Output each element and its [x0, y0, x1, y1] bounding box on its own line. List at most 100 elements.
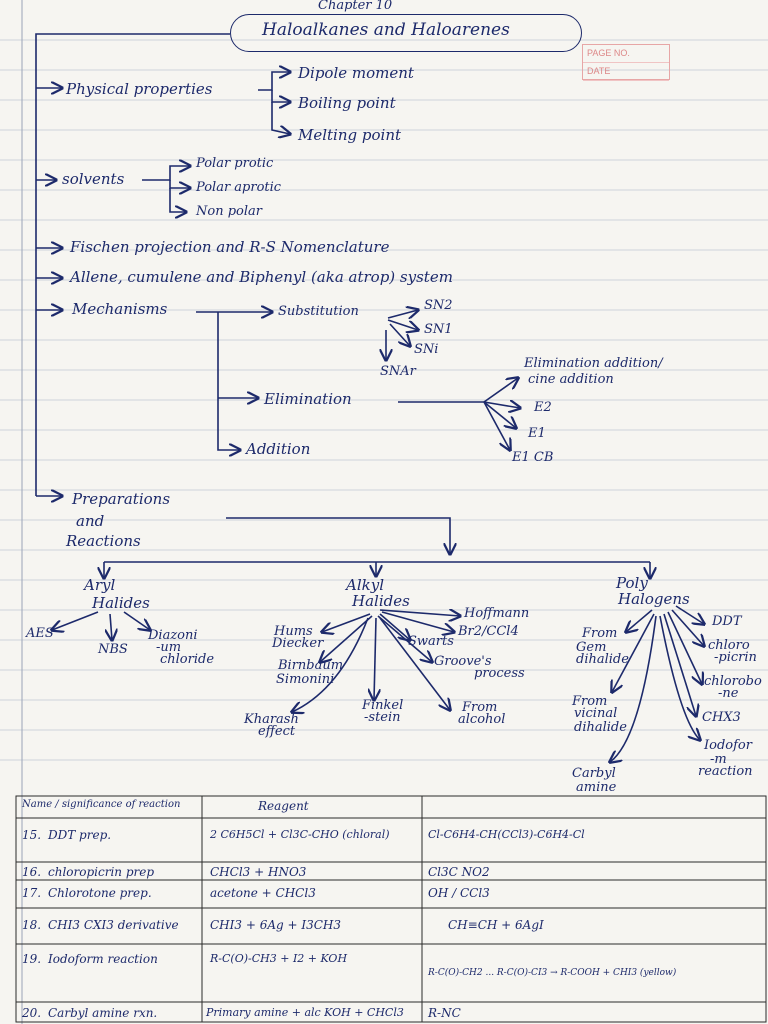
- grooves: Groove's: [434, 654, 492, 669]
- hums: Hums: [274, 624, 313, 639]
- row-product: R-NC: [428, 1006, 461, 1020]
- sni: SNi: [414, 342, 439, 357]
- from-gem-2: Gem: [576, 640, 607, 655]
- polar-protic: Polar protic: [196, 156, 274, 171]
- chapter-label: Chapter 10: [318, 0, 393, 13]
- row-product: CH≡CH + 6AgI: [448, 918, 544, 932]
- row-no: 16.: [22, 865, 42, 879]
- birnbaum: Birnbaum: [278, 658, 344, 673]
- table-header-reagent: Reagent: [258, 799, 309, 813]
- row-reagent: R-C(O)-CH3 + I2 + KOH: [210, 952, 348, 965]
- stein: -stein: [364, 710, 401, 725]
- polar-aprotic: Polar aprotic: [196, 180, 282, 195]
- prep-line3: Reactions: [66, 532, 141, 550]
- page-date-stamp: PAGE NO. DATE: [582, 44, 670, 81]
- effect: effect: [258, 724, 296, 739]
- prep-line1: Preparations: [72, 490, 171, 508]
- row-no: 20.: [22, 1006, 42, 1020]
- elim-addition: Elimination addition/: [524, 356, 663, 371]
- chloride: chloride: [160, 652, 215, 667]
- row-no: 15.: [22, 828, 42, 842]
- row-no: 18.: [22, 918, 42, 932]
- prep-line2: and: [76, 512, 105, 530]
- um: -um: [156, 640, 182, 655]
- solvents-label: solvents: [62, 170, 125, 188]
- finkel: Finkel: [362, 698, 404, 713]
- row-name: DDT prep.: [48, 828, 112, 842]
- row-no: 19.: [22, 952, 42, 966]
- row-name: chloropicrin prep: [48, 865, 155, 879]
- mechanisms-label: Mechanisms: [72, 300, 168, 318]
- from-vicinal-3: dihalide: [574, 720, 627, 735]
- fischer-line: Fischen projection and R-S Nomenclature: [70, 238, 390, 256]
- boiling-point: Boiling point: [298, 94, 396, 112]
- diecker: Diecker: [272, 636, 324, 651]
- poly-line1: Poly: [616, 574, 648, 592]
- from-vicinal-2: vicinal: [574, 706, 618, 721]
- chloro: chloro: [708, 638, 750, 653]
- br2-ccl4: Br2/CCl4: [458, 624, 519, 639]
- hoffmann: Hoffmann: [464, 606, 530, 621]
- swarts: Swarts: [408, 634, 454, 649]
- poly-line2: Halogens: [618, 590, 690, 608]
- cine-addition: cine addition: [528, 372, 614, 387]
- iodofor: Iodofor: [704, 738, 752, 753]
- snar: SNAr: [380, 364, 416, 379]
- e2: E2: [534, 400, 552, 415]
- page-title: Haloalkanes and Haloarenes: [262, 20, 510, 40]
- ne: -ne: [718, 686, 739, 701]
- allene-line: Allene, cumulene and Biphenyl (aka atrop…: [70, 268, 453, 286]
- table-header-name: Name / significance of reaction: [22, 799, 181, 810]
- physical-properties-label: Physical properties: [66, 80, 213, 98]
- sn2: SN2: [424, 298, 453, 313]
- from-vicinal-1: From: [572, 694, 608, 709]
- from-alcohol-2: alcohol: [458, 712, 506, 727]
- alkyl-line2: Halides: [352, 592, 410, 610]
- row-product: OH / CCl3: [428, 886, 490, 900]
- date-label: DATE: [583, 63, 669, 81]
- substitution-label: Substitution: [278, 304, 359, 319]
- from-gem-3: dihalide: [576, 652, 629, 667]
- row-name: Carbyl amine rxn.: [48, 1006, 158, 1020]
- aes: AES: [26, 626, 54, 641]
- from-gem-1: From: [582, 626, 618, 641]
- row-name: Iodoform reaction: [48, 952, 158, 966]
- row-reagent: 2 C6H5Cl + Cl3C-CHO (chloral): [210, 828, 390, 841]
- alkyl-line1: Alkyl: [346, 576, 384, 594]
- picrin: -picrin: [714, 650, 757, 665]
- row-reagent: CHCl3 + HNO3: [210, 865, 307, 879]
- simonini: Simonini: [276, 672, 335, 687]
- nbs: NBS: [98, 642, 128, 657]
- e1cb: E1 CB: [512, 450, 554, 465]
- chx3: CHX3: [702, 710, 741, 725]
- row-no: 17.: [22, 886, 42, 900]
- kharash: Kharash: [244, 712, 299, 727]
- title-box: [230, 14, 582, 52]
- row-reagent: CHI3 + 6Ag + I3CH3: [210, 918, 342, 932]
- amine: amine: [576, 780, 617, 795]
- elimination-label: Elimination: [264, 390, 352, 408]
- row-reagent: Primary amine + alc KOH + CHCl3: [206, 1006, 404, 1019]
- row-name: CHI3 CXI3 derivative: [48, 918, 179, 932]
- ddt: DDT: [712, 614, 742, 629]
- row-reagent: acetone + CHCl3: [210, 886, 316, 900]
- carbyl: Carbyl: [572, 766, 616, 781]
- dipole-moment: Dipole moment: [298, 64, 414, 82]
- addition-label: Addition: [246, 440, 311, 458]
- e1: E1: [528, 426, 546, 441]
- page-no-label: PAGE NO.: [583, 45, 669, 63]
- melting-point: Melting point: [298, 126, 402, 144]
- process: process: [474, 666, 525, 681]
- aryl-line2: Halides: [92, 594, 150, 612]
- reaction: reaction: [698, 764, 753, 779]
- row-product: R-C(O)-CH2 ... R-C(O)-CI3 → R-COOH + CHI…: [428, 968, 677, 978]
- diazoni: Diazoni: [148, 628, 198, 643]
- non-polar: Non polar: [196, 204, 262, 219]
- from-alcohol-1: From: [462, 700, 498, 715]
- row-product: Cl-C6H4-CH(CCl3)-C6H4-Cl: [428, 828, 585, 841]
- row-product: Cl3C NO2: [428, 865, 490, 879]
- m-suffix: -m: [710, 752, 727, 767]
- row-name: Chlorotone prep.: [48, 886, 152, 900]
